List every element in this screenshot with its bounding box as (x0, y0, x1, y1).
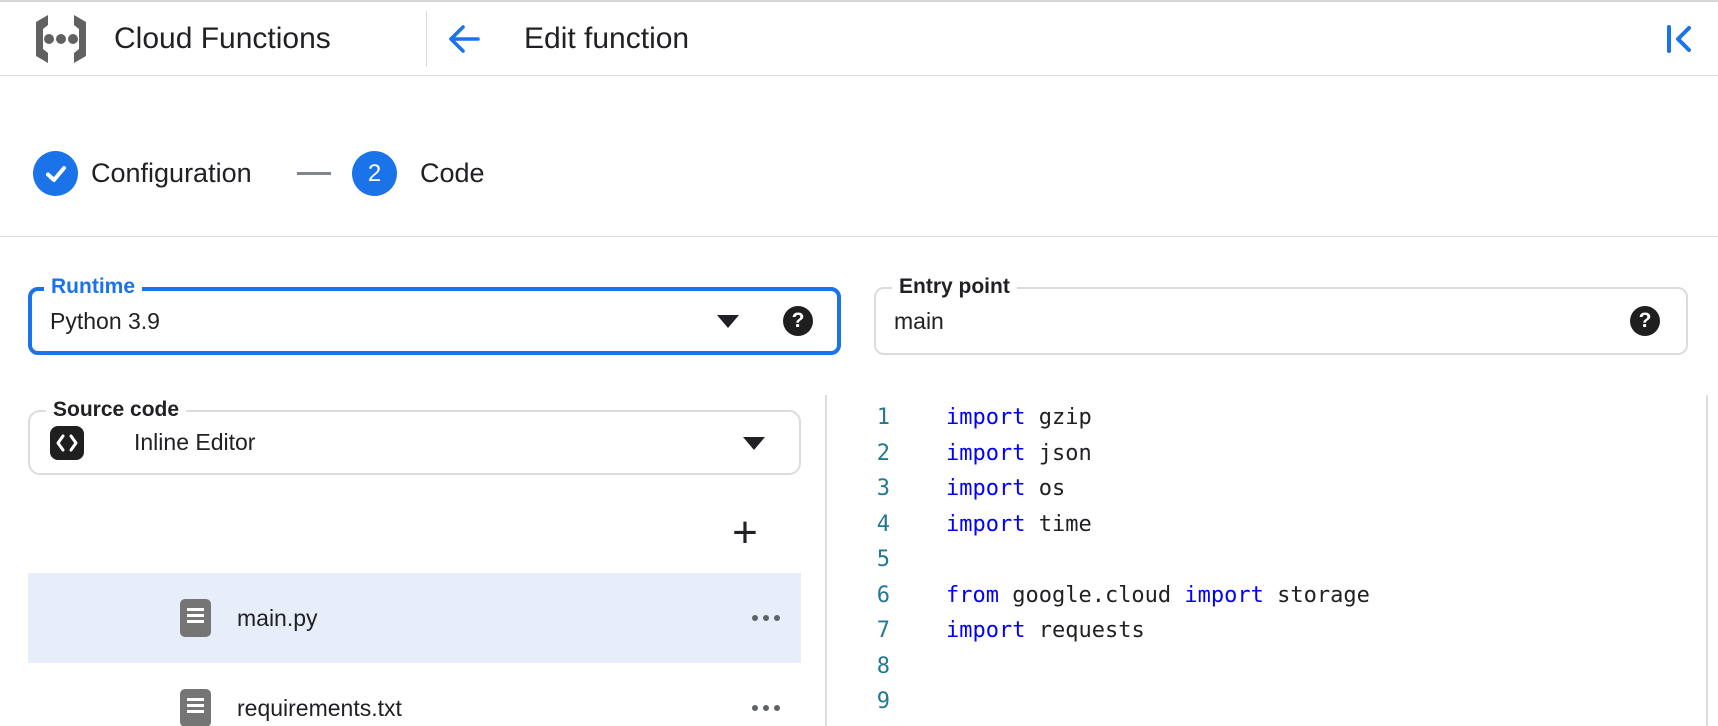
back-button[interactable] (445, 20, 483, 58)
file-icon (180, 599, 211, 637)
step-code-number: 2 (367, 159, 382, 187)
file-menu-button[interactable] (752, 705, 780, 711)
cloud-functions-logo (36, 15, 86, 63)
runtime-dropdown-arrow-icon (717, 315, 739, 328)
app-header: Cloud Functions Edit function (0, 2, 1718, 76)
editor-right-divider (1706, 395, 1708, 726)
entry-point-help-icon[interactable]: ? (1630, 306, 1660, 336)
code-line: 4 import time (828, 507, 1706, 543)
code-line: 5 (828, 542, 1706, 578)
code-text: import requests (946, 618, 1145, 644)
line-number: 5 (876, 547, 890, 573)
code-editor[interactable]: 1 import gzip 2 import json 3 import os 4 impor… (828, 400, 1706, 726)
code-text: import os (946, 476, 1066, 502)
runtime-label: Runtime (44, 275, 142, 299)
runtime-value: Python 3.9 (50, 307, 160, 334)
line-number: 6 (876, 582, 890, 608)
source-dropdown-arrow-icon (743, 436, 765, 450)
line-number: 4 (876, 511, 890, 537)
code-line: 8 (828, 649, 1706, 685)
runtime-select[interactable]: Runtime Python 3.9 ? (28, 275, 841, 355)
code-text: from google.cloud import storage (946, 582, 1370, 608)
code-text: import json (946, 440, 1092, 466)
code-line: 6 from google.cloud import storage (828, 578, 1706, 614)
code-line: 2 import json (828, 436, 1706, 472)
check-icon (45, 165, 66, 182)
runtime-help-icon[interactable]: ? (783, 306, 813, 336)
entry-point-field: Entry point ? (874, 275, 1688, 355)
section-divider (0, 236, 1718, 237)
step-code-indicator[interactable]: 2 (352, 151, 397, 196)
editor-left-divider (825, 395, 827, 726)
code-line: 9 (828, 684, 1706, 720)
step-configuration-label[interactable]: Configuration (91, 158, 252, 188)
source-code-select[interactable]: Source code Inline Editor (28, 398, 801, 475)
line-number: 9 (876, 689, 890, 715)
file-name: main.py (237, 604, 318, 631)
line-number: 8 (876, 653, 890, 679)
line-number: 2 (876, 440, 890, 466)
file-row-main-py[interactable]: main.py (28, 573, 801, 663)
code-text: import gzip (946, 405, 1092, 431)
code-line: 1 import gzip (828, 400, 1706, 436)
file-menu-button[interactable] (752, 615, 780, 621)
file-icon (180, 689, 211, 726)
header-divider (426, 11, 427, 67)
file-row-requirements-txt[interactable]: requirements.txt (28, 663, 801, 726)
step-configuration-indicator[interactable] (33, 151, 78, 196)
source-code-label: Source code (46, 398, 187, 422)
step-connector (297, 172, 331, 175)
code-icon (50, 425, 84, 460)
stepper: Configuration 2 Code (0, 76, 1718, 236)
add-file-button[interactable]: + (722, 507, 768, 559)
code-line: 3 import os (828, 471, 1706, 507)
file-name: requirements.txt (237, 694, 402, 721)
source-code-value: Inline Editor (134, 429, 256, 455)
page-title: Edit function (524, 22, 690, 55)
code-line: 7 import requests (828, 613, 1706, 649)
product-name: Cloud Functions (114, 22, 331, 55)
collapse-panel-icon[interactable] (1662, 22, 1696, 56)
code-text: import time (946, 511, 1092, 537)
line-number: 7 (876, 618, 890, 644)
entry-point-input[interactable] (894, 289, 1461, 353)
line-number: 3 (876, 476, 890, 502)
step-code-label[interactable]: Code (420, 158, 485, 188)
line-number: 1 (876, 405, 890, 431)
